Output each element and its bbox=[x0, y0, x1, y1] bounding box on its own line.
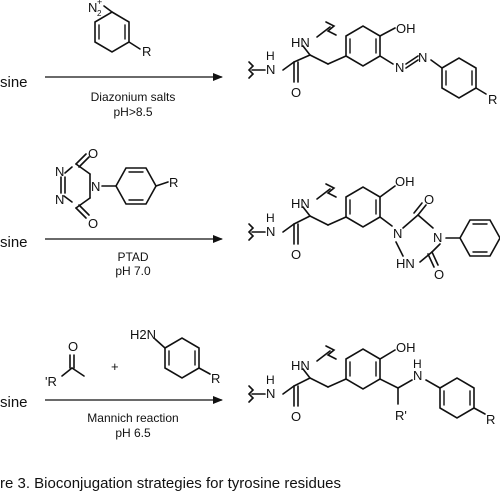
hn-atom: HN bbox=[291, 35, 310, 50]
aldehyde-reagent: O 'R bbox=[45, 339, 85, 389]
ptad-n4: N bbox=[91, 179, 100, 194]
aniline-reagent: H2N R bbox=[130, 327, 220, 386]
aldehyde-r: 'R bbox=[45, 374, 57, 389]
reagent-label-3: Mannich reaction bbox=[87, 411, 178, 425]
urazole-o2: O bbox=[434, 267, 444, 282]
carbonyl-o-2: O bbox=[291, 247, 301, 262]
nh-atom-3: N bbox=[266, 386, 275, 401]
hn-atom-3: HN bbox=[291, 358, 310, 373]
aniline-r: R bbox=[211, 371, 220, 386]
substrate-label-1: sine bbox=[0, 74, 28, 91]
diazonium-reagent: N 2 + R bbox=[88, 0, 151, 59]
azo-product: N H O HN OH N N R bbox=[247, 21, 497, 107]
hn-atom-2: HN bbox=[291, 196, 310, 211]
amine-h: H bbox=[413, 357, 422, 371]
aldehyde-o: O bbox=[68, 339, 78, 354]
substrate-label-3: sine bbox=[0, 394, 28, 411]
ptad-n2: N bbox=[55, 192, 64, 207]
h-atom-2: H bbox=[266, 211, 275, 225]
ptad-product: N H O HN OH N O N HN O bbox=[247, 174, 500, 282]
oh-group-3: OH bbox=[396, 340, 416, 355]
amine-n: N bbox=[413, 368, 422, 383]
condition-label-2: pH 7.0 bbox=[115, 264, 151, 278]
plus-charge: + bbox=[97, 0, 102, 7]
condition-label-1: pH>8.5 bbox=[113, 105, 152, 119]
nh-atom: N bbox=[266, 62, 275, 77]
reagent-label-2: PTAD bbox=[117, 250, 148, 264]
urazole-o1: O bbox=[424, 192, 434, 207]
urazole-hn: HN bbox=[396, 256, 415, 271]
h-atom: H bbox=[266, 49, 275, 63]
azo-n2: N bbox=[418, 50, 427, 65]
reaction-1: sine N 2 + R Diazonium salts pH>8.5 bbox=[0, 0, 497, 119]
condition-label-3: pH 6.5 bbox=[115, 426, 151, 440]
mannich-product: N H O HN OH H N R' R bbox=[247, 340, 495, 427]
carbonyl-o-3: O bbox=[291, 409, 301, 424]
ptad-o1: O bbox=[88, 146, 98, 161]
n-atom: N bbox=[88, 0, 97, 15]
ptad-o2: O bbox=[88, 216, 98, 231]
aniline-nh2: H2N bbox=[130, 327, 156, 342]
oh-group-2: OH bbox=[395, 174, 415, 189]
reaction-2: sine O N N N O R bbox=[0, 146, 500, 282]
r-prime: R' bbox=[395, 408, 407, 423]
urazole-n4: N bbox=[433, 230, 442, 245]
r-group-product-3: R bbox=[486, 412, 495, 427]
subscript-2: 2 bbox=[97, 9, 102, 18]
reaction-3: sine O 'R + H2N R Mannich reaction pH 6.… bbox=[0, 327, 495, 440]
h-atom-3: H bbox=[266, 373, 275, 387]
ptad-reagent: O N N N O R bbox=[55, 146, 178, 231]
figure-caption: re 3. Bioconjugation strategies for tyro… bbox=[0, 475, 341, 492]
ptad-n1: N bbox=[55, 164, 64, 179]
plus-sign: + bbox=[111, 359, 119, 374]
urazole-n1: N bbox=[393, 226, 402, 241]
r-group-product: R bbox=[488, 92, 497, 107]
azo-n1: N bbox=[395, 60, 404, 75]
reagent-label-1: Diazonium salts bbox=[91, 90, 176, 104]
oh-group: OH bbox=[396, 21, 416, 36]
ptad-r-group: R bbox=[169, 175, 178, 190]
substrate-label-2: sine bbox=[0, 234, 28, 251]
carbonyl-o: O bbox=[291, 85, 301, 100]
r-group: R bbox=[142, 44, 151, 59]
nh-atom-2: N bbox=[266, 224, 275, 239]
